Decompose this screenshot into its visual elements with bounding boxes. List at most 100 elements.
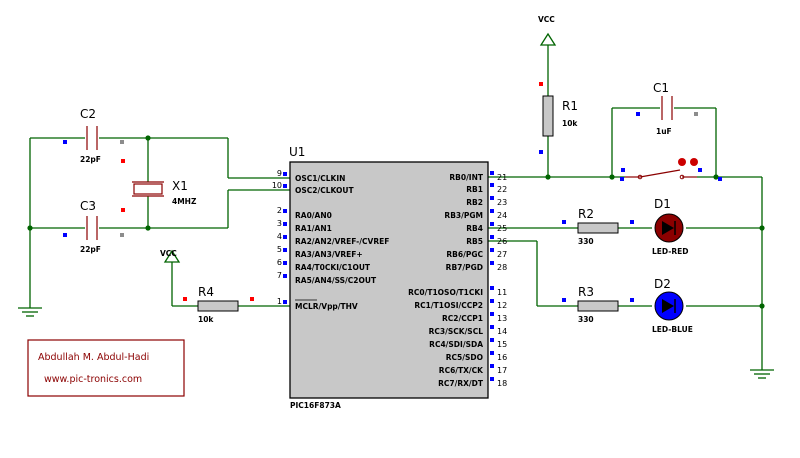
led-d2[interactable]: D2 LED-BLUE — [652, 277, 693, 334]
pin-number: 5 — [277, 245, 282, 254]
pin-marker — [490, 171, 494, 175]
pin-number: 18 — [497, 379, 507, 388]
resistor-r1[interactable]: R1 10k — [539, 82, 578, 154]
pin-number: 16 — [497, 353, 507, 362]
pin-name: OSC2/CLKOUT — [295, 186, 354, 195]
resistor-r4[interactable]: R4 10k — [183, 285, 254, 324]
pin-name: RB7/PGD — [446, 263, 483, 272]
pin-marker — [283, 274, 287, 278]
vcc-arrow-icon — [163, 249, 181, 263]
ic-pin-right[interactable]: RB7/PGD 28 — [446, 261, 508, 272]
ic-pin-right[interactable]: RC5/SDO 16 — [446, 351, 507, 362]
pin-marker — [562, 220, 566, 224]
pin-marker — [283, 209, 287, 213]
pin-name: RA0/AN0 — [295, 211, 332, 220]
pin-number: 9 — [277, 169, 282, 178]
c3-ref: C3 — [80, 199, 96, 213]
pin-marker — [539, 150, 543, 154]
credit-website[interactable]: www.pic-tronics.com — [44, 374, 142, 385]
junction-dot — [713, 174, 719, 180]
junction-dot — [145, 135, 151, 141]
x1-ref: X1 — [172, 179, 188, 193]
pin-number: 25 — [497, 224, 507, 233]
ground-right-icon — [750, 369, 774, 379]
pin-marker — [562, 298, 566, 302]
u1-ref: U1 — [289, 145, 305, 159]
pin-number: 13 — [497, 314, 507, 323]
pin-name: RC3/SCK/SCL — [429, 327, 484, 336]
pin-marker — [490, 248, 494, 252]
resistor-r3[interactable]: R3 330 — [562, 285, 634, 324]
led-d1[interactable]: D1 LED-RED — [652, 197, 689, 256]
button-contact-icon — [637, 174, 643, 180]
pin-number: 4 — [277, 232, 282, 241]
pin-name: RC5/SDO — [446, 353, 483, 362]
ic-pin-right[interactable]: RB5 26 — [466, 235, 507, 246]
r2-ref: R2 — [578, 207, 594, 221]
d1-ref: D1 — [654, 197, 671, 211]
pin-marker — [283, 184, 287, 188]
pin-marker — [490, 299, 494, 303]
pin-number: 26 — [497, 237, 507, 246]
capacitor-c1[interactable]: C1 1uF — [636, 81, 698, 136]
junction-dot — [759, 225, 765, 231]
crystal-x1[interactable]: X1 4MHZ — [121, 159, 197, 212]
pin-marker — [63, 233, 67, 237]
pin-name: RB5 — [466, 237, 483, 246]
r3-value: 330 — [578, 315, 594, 324]
pin-marker — [121, 159, 125, 163]
c2-ref: C2 — [80, 107, 96, 121]
pin-number: 28 — [497, 263, 507, 272]
wires — [29, 45, 763, 370]
pin-marker — [490, 196, 494, 200]
credit-box: Abdullah M. Abdul-Hadi www.pic-tronics.c… — [27, 339, 185, 397]
button-actuator-icon[interactable] — [678, 158, 686, 166]
r1-value: 10k — [562, 119, 578, 128]
pin-number: 3 — [277, 219, 282, 228]
pin-marker — [283, 248, 287, 252]
microcontroller-u1[interactable]: U1 PIC16F873A 9OSC1/CLKIN10OSC2/CLKOUT2R… — [272, 145, 507, 410]
button-actuator-icon[interactable] — [690, 158, 698, 166]
pin-number: 2 — [277, 206, 282, 215]
c2-value: 22pF — [80, 155, 101, 164]
vcc-left: VCC — [160, 249, 181, 263]
pin-name: RC2/CCP1 — [442, 314, 483, 323]
ic-pin-right[interactable]: RC2/CCP1 13 — [442, 312, 507, 323]
resistor-r2[interactable]: R2 330 — [562, 207, 634, 246]
capacitor-c2[interactable]: C2 22pF — [63, 107, 124, 164]
push-button[interactable] — [620, 158, 722, 181]
pin-marker — [621, 168, 625, 172]
junction-dot — [545, 174, 551, 180]
pin-name: OSC1/CLKIN — [295, 174, 345, 183]
pin-marker — [490, 312, 494, 316]
pin-marker — [490, 377, 494, 381]
x1-value: 4MHZ — [172, 197, 197, 206]
d1-value: LED-RED — [652, 247, 689, 256]
pin-number: 12 — [497, 301, 507, 310]
capacitor-c3[interactable]: C3 22pF — [63, 199, 124, 254]
